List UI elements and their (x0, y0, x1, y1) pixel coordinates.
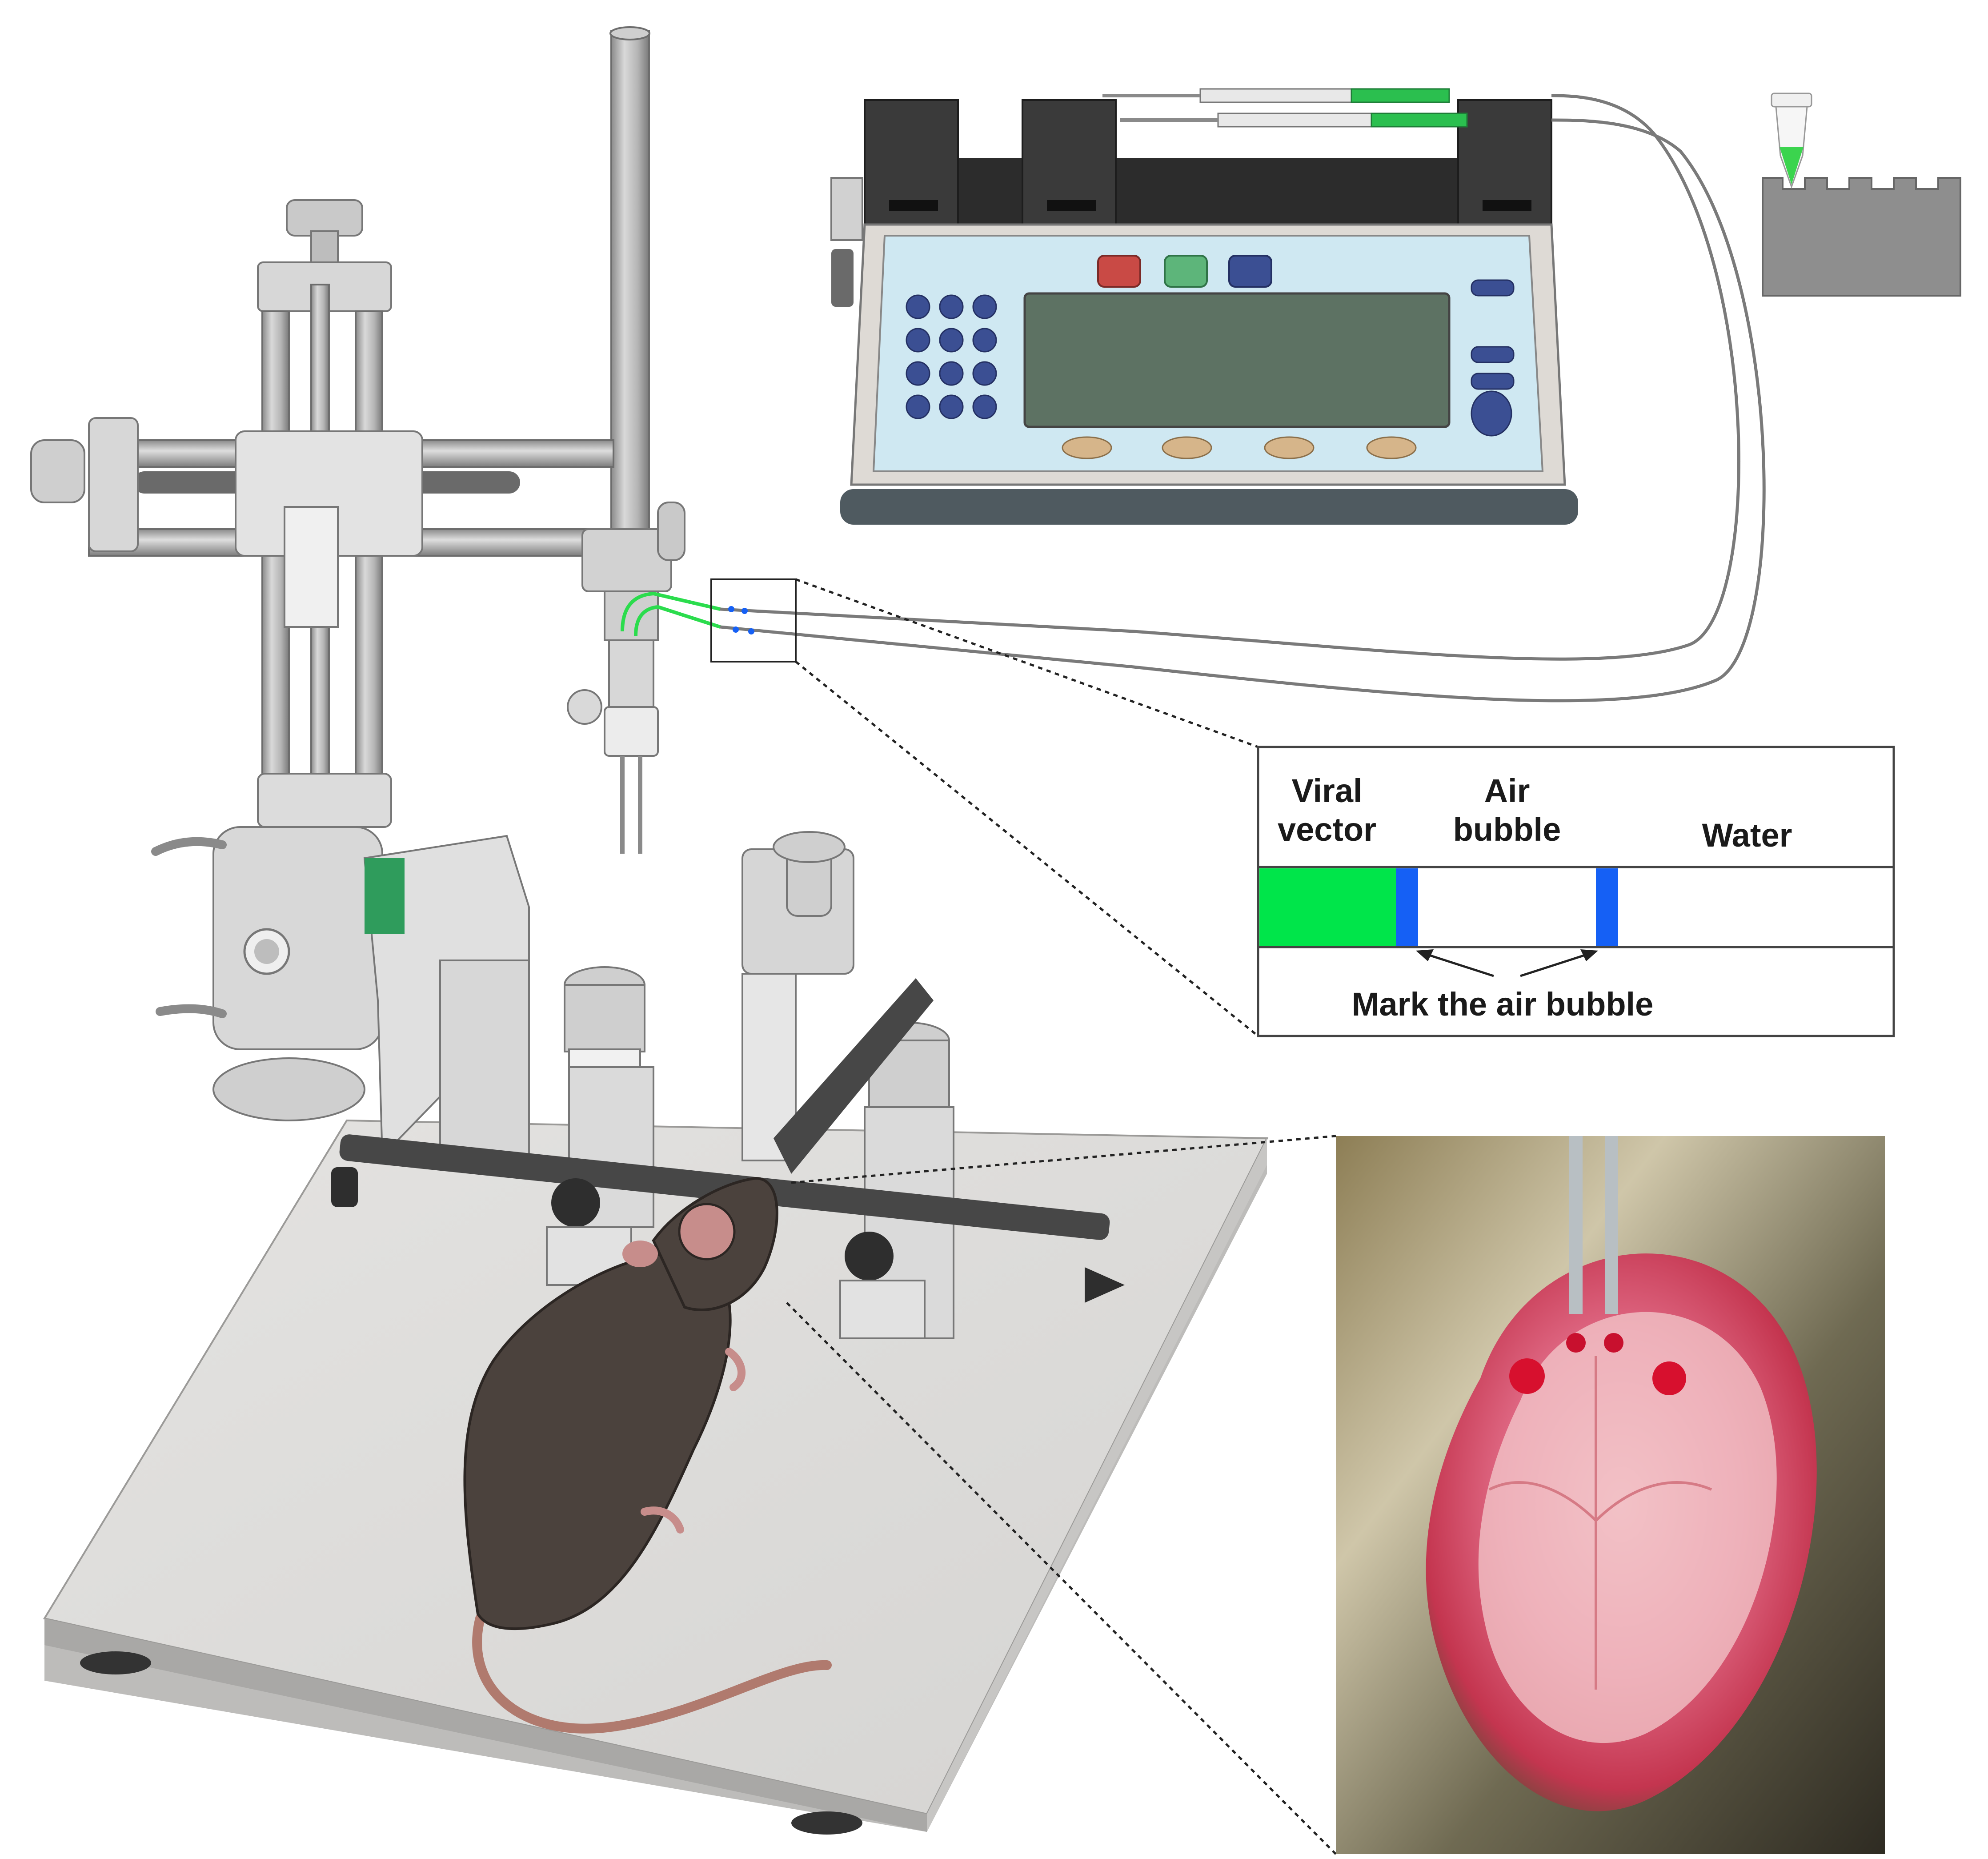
bubble-mark-left (1396, 868, 1418, 946)
air-bubble-marker (728, 606, 734, 612)
label-viral-vector: Viral vector (1277, 772, 1377, 848)
arrow-left (1416, 949, 1494, 977)
zoom-box (710, 578, 797, 662)
tube-rack-icon (1762, 177, 1961, 297)
skull-photo (1336, 1136, 1885, 1854)
label-air-bubble: Air bubble (1453, 772, 1561, 848)
label-water: Water (1702, 817, 1792, 854)
tubing (720, 94, 1766, 703)
air-bubble-marker (741, 608, 748, 614)
bubble-mark-right (1596, 868, 1618, 946)
air-bubble-marker (733, 626, 739, 633)
microcentrifuge-tube-icon (1771, 92, 1812, 189)
zoom-connectors (786, 578, 1337, 1855)
inset-panel (1257, 746, 1895, 1037)
ear-bar-assembly-icon (331, 831, 1125, 1339)
tube-segment-viral-vector (1259, 868, 1396, 946)
label-mark-air-bubble: Mark the air bubble (1351, 986, 1654, 1023)
mouse-icon (463, 1176, 832, 1734)
arrow-right (1520, 949, 1598, 977)
syringe-pump-icon (830, 88, 1578, 525)
stereotaxic-frame-icon (30, 26, 721, 1158)
air-bubble-marker (748, 628, 754, 634)
base-plate (43, 1119, 1269, 1835)
